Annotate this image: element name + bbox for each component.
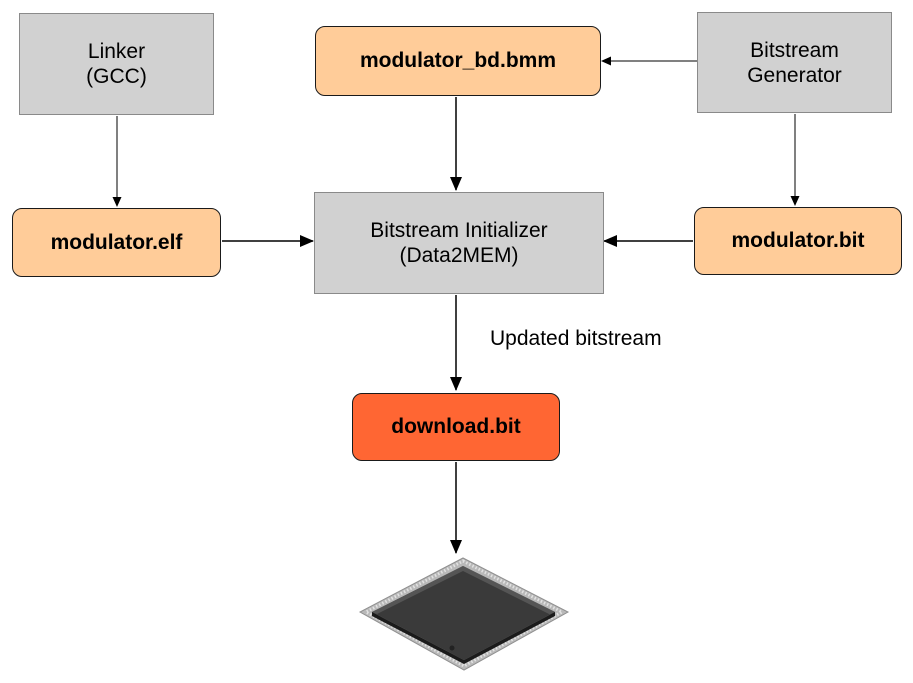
download-bit-box: download.bit xyxy=(352,393,560,461)
bit-file-box: modulator.bit xyxy=(694,207,902,275)
elf-file-label: modulator.elf xyxy=(50,230,183,254)
linker-box: Linker (GCC) xyxy=(19,13,214,115)
bmm-file-label: modulator_bd.bmm xyxy=(359,49,556,72)
bitstream-generator-subtitle: Generator xyxy=(747,63,842,87)
bit-file-label: modulator.bit xyxy=(731,229,865,252)
download-bit-label: download.bit xyxy=(391,415,521,438)
linker-subtitle: (GCC) xyxy=(86,65,147,88)
bitstream-generator-box: Bitstream Generator xyxy=(697,12,892,113)
elf-file-box: modulator.elf xyxy=(12,208,221,277)
fpga-chip-icon xyxy=(358,557,570,671)
bitstream-initializer-title: Bitstream Initializer xyxy=(370,219,548,242)
bmm-file-box: modulator_bd.bmm xyxy=(315,26,601,96)
updated-bitstream-label: Updated bitstream xyxy=(490,327,662,350)
bitstream-generator-title: Bitstream xyxy=(750,38,839,62)
bitstream-initializer-subtitle: (Data2MEM) xyxy=(399,244,519,267)
linker-title: Linker xyxy=(87,40,146,63)
bitstream-initializer-box: Bitstream Initializer (Data2MEM) xyxy=(314,192,604,294)
